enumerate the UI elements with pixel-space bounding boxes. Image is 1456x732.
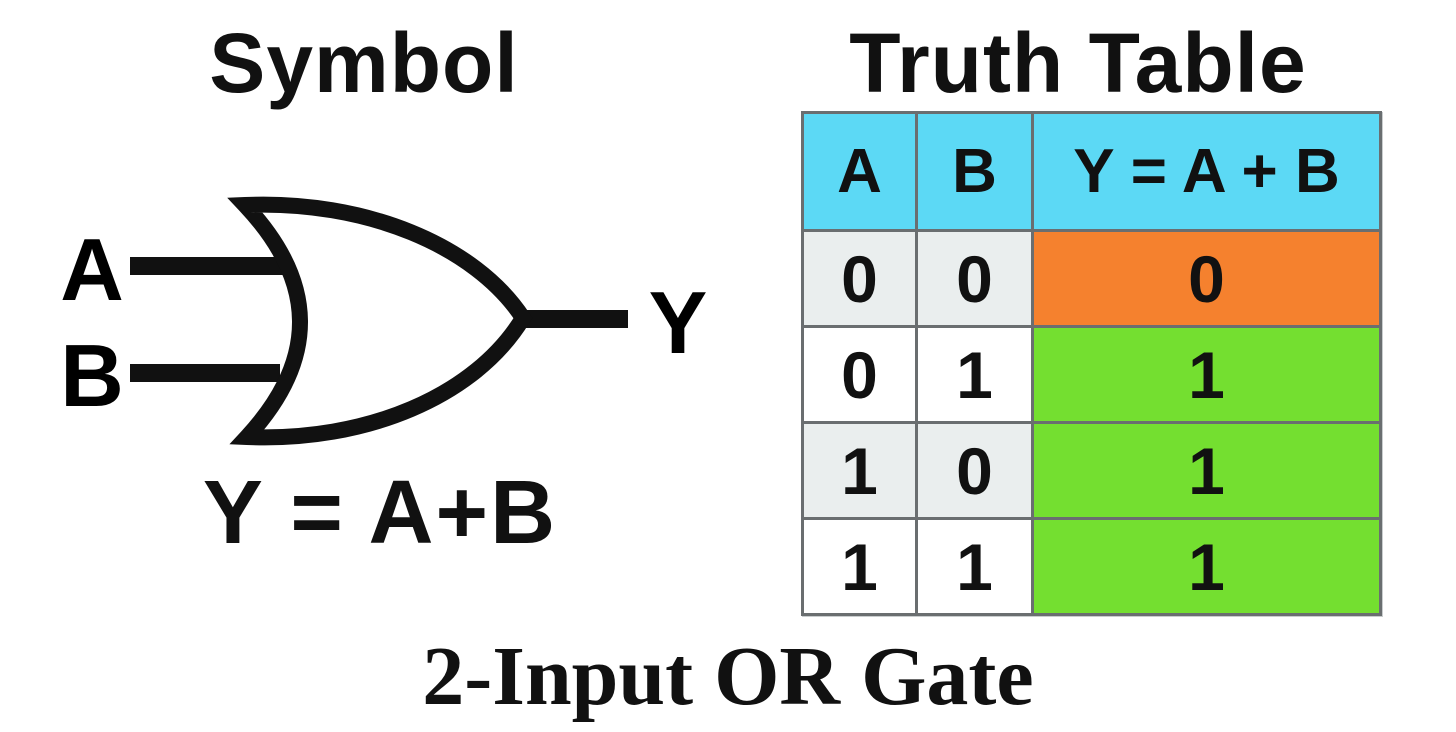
truth-table-heading: Truth Table xyxy=(849,16,1307,110)
cell-row3-a: 1 xyxy=(804,424,915,517)
cell-row2-b: 1 xyxy=(918,328,1031,421)
cell-row4-a: 1 xyxy=(804,520,915,613)
truth-table: A B Y = A + B 0 0 0 0 1 1 1 0 1 1 1 1 xyxy=(801,111,1382,616)
or-gate-body-icon xyxy=(227,196,533,446)
header-cell-output: Y = A + B xyxy=(1034,114,1379,229)
header-cell-a: A xyxy=(804,114,915,229)
input-b-label: B xyxy=(60,326,124,425)
header-cell-b: B xyxy=(918,114,1031,229)
diagram-caption: 2-Input OR Gate xyxy=(422,630,1034,723)
symbol-heading: Symbol xyxy=(209,16,519,110)
cell-row4-b: 1 xyxy=(918,520,1031,613)
cell-row3-output: 1 xyxy=(1034,424,1379,517)
boolean-equation: Y = A+B xyxy=(202,463,558,563)
cell-row1-a: 0 xyxy=(804,232,915,325)
or-gate-symbol: A B Y xyxy=(60,196,708,446)
cell-row1-b: 0 xyxy=(918,232,1031,325)
input-a-label: A xyxy=(60,220,124,319)
output-label: Y xyxy=(649,273,708,372)
cell-row3-b: 0 xyxy=(918,424,1031,517)
cell-row1-output: 0 xyxy=(1034,232,1379,325)
cell-row2-a: 0 xyxy=(804,328,915,421)
cell-row2-output: 1 xyxy=(1034,328,1379,421)
cell-row4-output: 1 xyxy=(1034,520,1379,613)
